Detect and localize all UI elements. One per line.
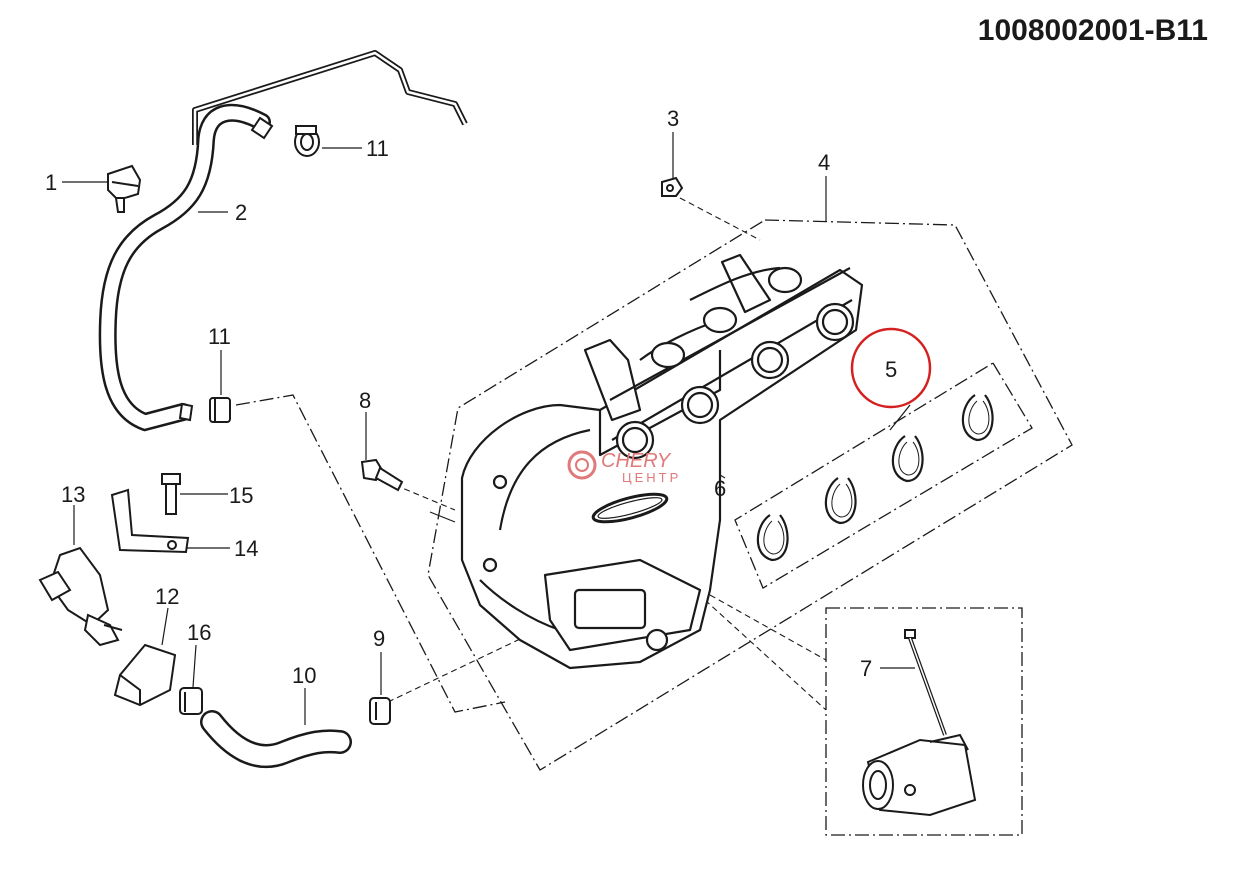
callout-9: 9 [373,626,385,651]
watermark: CHERY ЦЕНТР [567,450,681,485]
clamp-part-9 [369,697,391,725]
o-ring-part-6 [591,492,669,524]
watermark-brand: CHERY [601,450,672,472]
callout-10: 10 [292,663,316,688]
bolt-part-3 [661,176,684,197]
callout-15: 15 [229,483,253,508]
callout-16: 16 [187,620,211,645]
watermark-subtitle: ЦЕНТР [622,470,681,485]
hose-group-frame [235,394,506,713]
callout-labels: 1 2 3 4 5 6 7 8 9 10 11 11 12 13 14 15 1… [45,106,897,688]
part-number-title: 1008002001-B11 [978,14,1208,47]
bolt-part-8 [360,458,404,492]
valve-part-13 [38,546,123,647]
gasket-group-frame [734,362,1033,589]
actuator-detail-frame [825,607,1023,836]
callout-11-lower: 11 [208,324,231,349]
group-frames [235,219,1073,836]
callout-5: 5 [885,357,897,382]
callout-4: 4 [818,150,830,175]
callout-7: 7 [860,656,872,681]
hose-part-2 [98,103,271,432]
sleeve-part-12 [113,643,177,707]
manifold-group-frame [427,219,1073,771]
callout-6: 6 [714,476,726,501]
bracket-part-1 [107,164,142,213]
clamp-part-11-top [294,125,320,157]
callout-13: 13 [61,482,85,507]
leader-lines [62,132,915,725]
callout-12: 12 [155,584,179,609]
intake-manifold-part-4 [460,253,864,670]
callout-8: 8 [359,388,371,413]
highlight-circle [850,327,932,409]
callout-1: 1 [45,170,57,195]
callout-11-top: 11 [366,136,389,161]
dashed-leaders [387,197,827,711]
callout-2: 2 [235,200,247,225]
actuator-part-7 [862,629,977,817]
callout-3: 3 [667,106,679,131]
bolt-part-15 [161,473,181,515]
clip-part-16 [179,687,203,715]
callout-14: 14 [234,536,258,561]
gaskets-part-5 [756,394,994,562]
bracket-part-14 [110,488,190,554]
clamp-part-11-lower [209,397,231,423]
